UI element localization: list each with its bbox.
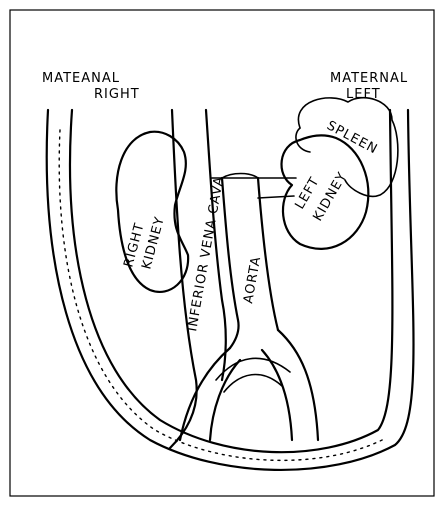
renal-vessel-bottom: [258, 196, 294, 198]
label-maternal-left-2: LEFT: [346, 87, 381, 102]
label-inferior-vena-cava: INFERIOR VENA CAVA: [185, 175, 227, 333]
label-maternal-right-2: RIGHT: [94, 87, 140, 102]
label-aorta: AORTA: [241, 255, 264, 305]
bifurcation-arch-inner: [224, 375, 282, 392]
outer-body-outline: [47, 110, 414, 470]
label-left-kidney-2: KIDNEY: [310, 170, 350, 224]
label-maternal-left-1: MATERNAL: [330, 71, 408, 86]
label-right-kidney-2: KIDNEY: [139, 215, 168, 271]
iliac-branch-left-inner: [210, 360, 240, 440]
iliac-branch-right-outer: [278, 330, 318, 440]
label-maternal-right-1: MATEANAL: [42, 71, 120, 86]
aorta-right-wall: [258, 178, 278, 330]
